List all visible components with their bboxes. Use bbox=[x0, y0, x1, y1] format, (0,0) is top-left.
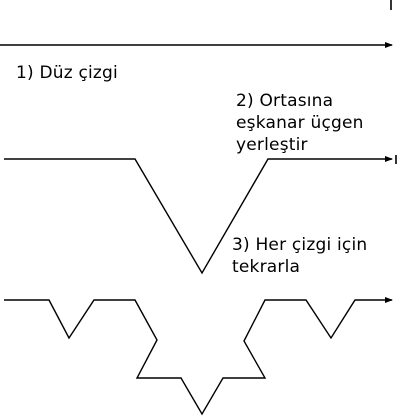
step-1-label: 1) Düz çizgi bbox=[16, 63, 118, 83]
step-2-triangle-line bbox=[4, 156, 393, 275]
step-3-label: 3) Her çizgi için tekrarla bbox=[232, 235, 368, 277]
step-3-koch-line bbox=[4, 297, 393, 416]
step-2-label: 2) Ortasına eşkanar üçgen yerleştir bbox=[236, 91, 364, 155]
